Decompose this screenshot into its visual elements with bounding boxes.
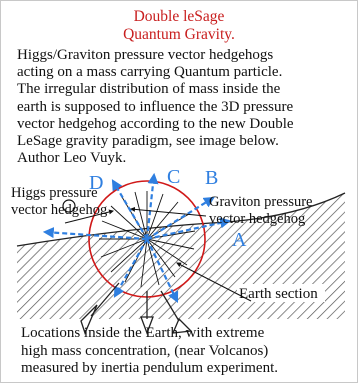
pressure-arrows (42, 172, 232, 303)
higgs-label-line-2: vector hedgehog (11, 202, 107, 218)
title-line-1: Double leSage (133, 8, 225, 25)
figure-caption: Locations inside the Earth, with extreme… (21, 325, 351, 378)
description-line-2: acting on a mass carrying Quantum partic… (17, 64, 283, 81)
page-title: Double leSage Quantum Gravity. (1, 8, 357, 44)
description-line-5: vector hedgehog according to the new Dou… (17, 115, 294, 132)
caption-line-3: measured by inertia pendulum experiment. (21, 360, 278, 376)
description-paragraph: Higgs/Graviton pressure vector hedgehogs… (17, 47, 349, 167)
earth-surface-line (16, 192, 346, 247)
earth-section-label: Earth section (239, 286, 318, 302)
label-d: D (89, 172, 103, 194)
description-line-1: Higgs/Graviton pressure vector hedgehogs (17, 47, 274, 63)
graviton-label-line-2: vector hedgehog (209, 211, 305, 227)
title-line-2: Quantum Gravity. (123, 26, 235, 43)
location-circle-left (62, 199, 76, 213)
label-c: C (167, 166, 180, 188)
label-pointers (64, 206, 252, 302)
label-b: B (205, 167, 218, 189)
description-line-3: The irregular distribution of mass insid… (17, 81, 281, 98)
caption-line-1: Locations inside the Earth, with extreme (21, 325, 265, 341)
mass-concentration-markers (80, 282, 193, 335)
higgs-label-line-1: Higgs pressure (11, 185, 98, 201)
earth-label-box (237, 284, 325, 302)
description-line-7: Author Leo Vuyk. (17, 150, 127, 167)
graviton-label-line-1: Graviton pressure (209, 194, 312, 210)
label-a: A (232, 229, 247, 251)
description-line-6: LeSage gravity paradigm, see image below… (17, 133, 279, 150)
description-line-4: earth is supposed to influence the 3D pr… (17, 98, 294, 115)
caption-line-2: high mass concentration, (near Volcanos) (21, 342, 269, 359)
